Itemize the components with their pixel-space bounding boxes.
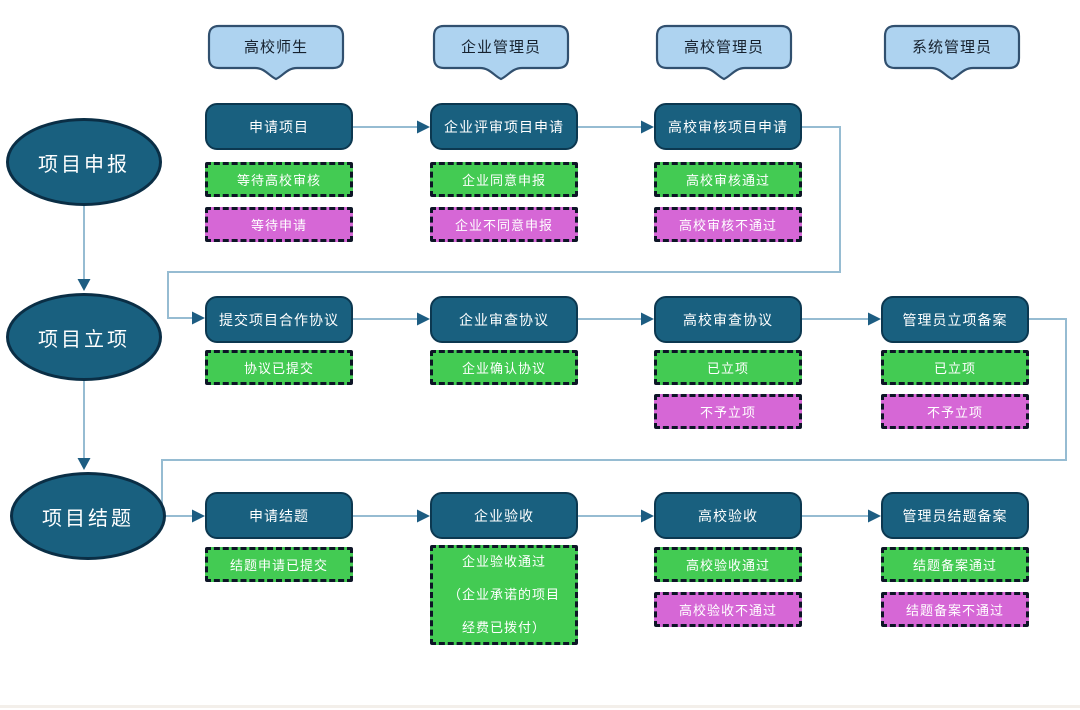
status-university-review-passed: 高校审核通过: [654, 162, 802, 197]
status-established: 已立项: [654, 350, 802, 385]
connector-enterprise-check-to-university-check: [578, 312, 654, 326]
step-university-acceptance: 高校验收: [654, 492, 802, 539]
connector-enterprise-acceptance-to-university-acceptance: [578, 509, 654, 523]
status-line: 经费已拨付）: [461, 620, 546, 636]
step-apply-project: 申请项目: [205, 103, 353, 150]
step-submit-cooperation-agreement: 提交项目合作协议: [205, 296, 353, 343]
status-waiting-university-review: 等待高校审核: [205, 162, 353, 197]
step-enterprise-review-application: 企业评审项目申请: [430, 103, 578, 150]
connector-university-check-to-admin-filing: [802, 312, 881, 326]
connector-university-acceptance-to-admin-conclusion-filing: [802, 509, 881, 523]
step-admin-establishment-filing: 管理员立项备案: [881, 296, 1029, 343]
status-conclusion-application-submitted: 结题申请已提交: [205, 547, 353, 582]
banner-shape: [655, 24, 793, 81]
bottom-rule: [0, 705, 1080, 708]
step-university-check-agreement: 高校审查协议: [654, 296, 802, 343]
connector-apply-to-enterprise-review: [353, 120, 430, 134]
step-enterprise-acceptance: 企业验收: [430, 492, 578, 539]
status-line: 企业验收通过: [461, 554, 546, 570]
status-enterprise-agrees: 企业同意申报: [430, 162, 578, 197]
connector-enterprise-review-to-university-review: [578, 120, 654, 134]
banner-shape: [883, 24, 1021, 81]
lane-label: 高校师生: [243, 37, 308, 56]
step-enterprise-check-agreement: 企业审查协议: [430, 296, 578, 343]
connector-phase1-to-phase2: [77, 206, 91, 291]
phase-project-establishment: 项目立项: [6, 293, 162, 381]
lane-header-enterprise-admin: 企业管理员: [432, 24, 570, 82]
status-university-acceptance-failed: 高校验收不通过: [654, 592, 802, 627]
step-apply-conclusion: 申请结题: [205, 492, 353, 539]
connector-apply-conclusion-to-enterprise-acceptance: [353, 509, 430, 523]
connector-row2-to-row3: [161, 318, 1067, 523]
status-established: 已立项: [881, 350, 1029, 385]
lane-label: 高校管理员: [683, 37, 764, 56]
status-conclusion-filing-failed: 结题备案不通过: [881, 592, 1029, 627]
connector-row1-to-row2: [167, 126, 841, 325]
lane-header-university-staff: 高校师生: [207, 24, 345, 82]
connector-submit-agreement-to-enterprise-check: [353, 312, 430, 326]
lane-label: 系统管理员: [911, 37, 992, 56]
status-enterprise-disagrees: 企业不同意申报: [430, 207, 578, 242]
banner-shape: [432, 24, 570, 81]
lane-header-university-admin: 高校管理员: [655, 24, 793, 82]
lane-label: 企业管理员: [460, 37, 541, 56]
connector-phase2-to-phase3: [77, 381, 91, 470]
status-not-established: 不予立项: [654, 394, 802, 429]
lane-header-system-admin: 系统管理员: [883, 24, 1021, 82]
status-line: （企业承诺的项目: [447, 587, 560, 603]
status-university-review-failed: 高校审核不通过: [654, 207, 802, 242]
step-admin-conclusion-filing: 管理员结题备案: [881, 492, 1029, 539]
step-university-review-application: 高校审核项目申请: [654, 103, 802, 150]
status-waiting-application: 等待申请: [205, 207, 353, 242]
status-not-established: 不予立项: [881, 394, 1029, 429]
status-conclusion-filing-passed: 结题备案通过: [881, 547, 1029, 582]
status-enterprise-confirmed-agreement: 企业确认协议: [430, 350, 578, 385]
phase-project-conclusion: 项目结题: [10, 472, 166, 560]
banner-shape: [207, 24, 345, 81]
status-university-acceptance-passed: 高校验收通过: [654, 547, 802, 582]
phase-project-application: 项目申报: [6, 118, 162, 206]
status-enterprise-acceptance-passed: 企业验收通过 （企业承诺的项目 经费已拨付）: [430, 545, 578, 645]
status-agreement-submitted: 协议已提交: [205, 350, 353, 385]
